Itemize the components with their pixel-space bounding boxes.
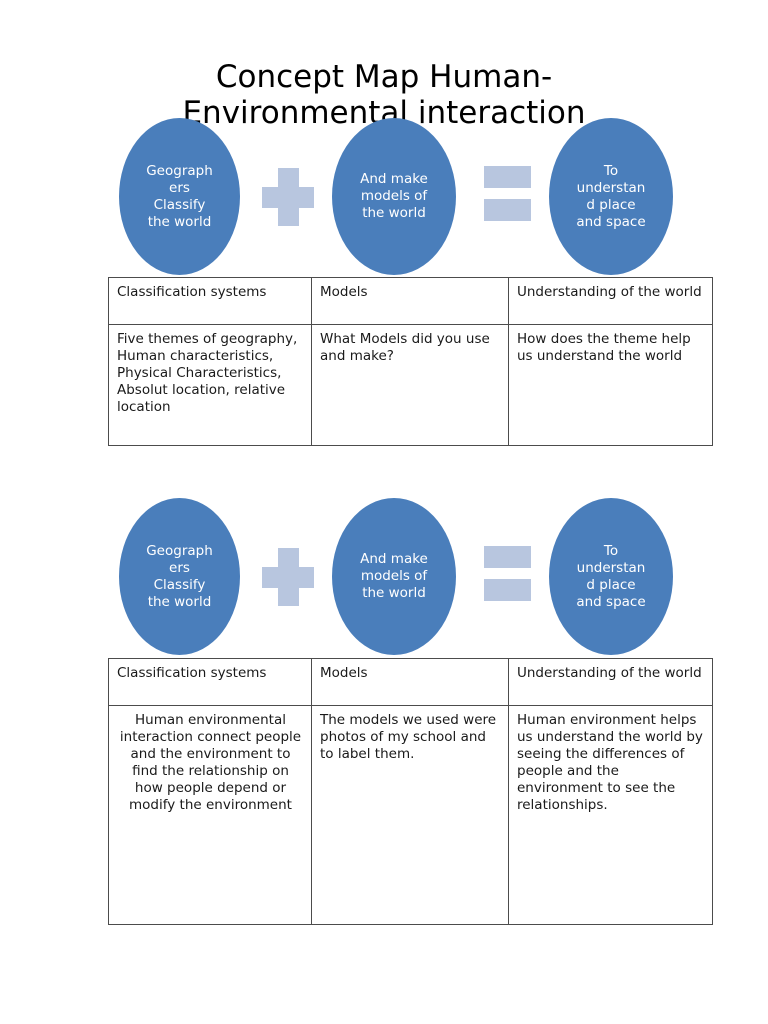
page-title: Concept Map Human- Environmental interac… — [182, 58, 586, 131]
equals-operator-icon: = — [484, 546, 531, 602]
concept-ellipse-geographers-classify[interactable]: Geograph ers Classify the world — [119, 498, 240, 655]
concept-ellipse-label: Geograph ers Classify the world — [146, 162, 213, 230]
cell-label: Classification systems — [117, 665, 267, 681]
table-cell-classification-answer[interactable]: Human environmental interaction connect … — [108, 705, 312, 925]
cell-value: What Models did you use and make? — [320, 331, 490, 364]
equals-top-bar — [484, 166, 531, 188]
concept-ellipse-understand-place-space[interactable]: To understan d place and space — [549, 498, 673, 655]
table-cell-classification-answer[interactable]: Five themes of geography, Human characte… — [108, 324, 312, 446]
response-table: Classification systems Models Understand… — [108, 658, 713, 925]
concept-ellipse-make-models[interactable]: And make models of the world — [332, 498, 456, 655]
table-header-cell-models: Models — [311, 658, 509, 706]
cell-label: Models — [320, 665, 368, 681]
concept-ellipse-label: And make models of the world — [360, 171, 428, 221]
table-row: Five themes of geography, Human characte… — [108, 324, 713, 446]
concept-ellipse-make-models[interactable]: And make models of the world — [332, 118, 456, 275]
concept-ellipse-label: Geograph ers Classify the world — [146, 542, 213, 610]
equals-top-bar — [484, 546, 531, 568]
concept-ellipse-label: To understan d place and space — [576, 542, 646, 610]
plus-operator-symbol: + — [262, 168, 263, 169]
equals-operator-icon: = — [484, 166, 531, 222]
plus-operator-icon: + — [262, 168, 314, 226]
cell-value: How does the theme help us understand th… — [517, 331, 691, 364]
table-cell-models-answer[interactable]: The models we used were photos of my sch… — [311, 705, 509, 925]
table-header-cell-classification: Classification systems — [108, 277, 312, 325]
table-header-cell-understanding: Understanding of the world — [508, 658, 713, 706]
equals-bottom-bar — [484, 199, 531, 221]
table-header-cell-understanding: Understanding of the world — [508, 277, 713, 325]
equals-bottom-bar — [484, 579, 531, 601]
cell-value: The models we used were photos of my sch… — [320, 712, 497, 762]
table-cell-understanding-answer[interactable]: Human environment helps us understand th… — [508, 705, 713, 925]
cell-label: Models — [320, 284, 368, 300]
concept-ellipse-understand-place-space[interactable]: To understan d place and space — [549, 118, 673, 275]
cell-label: Understanding of the world — [517, 665, 702, 681]
table-header-row: Classification systems Models Understand… — [108, 277, 713, 325]
cell-label: Classification systems — [117, 284, 267, 300]
table-header-cell-models: Models — [311, 277, 509, 325]
table-row: Human environmental interaction connect … — [108, 705, 713, 925]
plus-vertical-bar — [278, 168, 299, 226]
table-cell-understanding-answer[interactable]: How does the theme help us understand th… — [508, 324, 713, 446]
cell-value: Five themes of geography, Human characte… — [117, 331, 298, 415]
plus-operator-icon: + — [262, 548, 314, 606]
cell-value: Human environmental interaction connect … — [119, 712, 302, 813]
concept-row-2: Geograph ers Classify the world + And ma… — [0, 498, 768, 658]
prompt-table: Classification systems Models Understand… — [108, 277, 713, 446]
table-header-cell-classification: Classification systems — [108, 658, 312, 706]
table-cell-models-answer[interactable]: What Models did you use and make? — [311, 324, 509, 446]
plus-operator-symbol: + — [262, 548, 263, 549]
cell-label: Understanding of the world — [517, 284, 702, 300]
concept-ellipse-geographers-classify[interactable]: Geograph ers Classify the world — [119, 118, 240, 275]
concept-ellipse-label: To understan d place and space — [576, 162, 646, 230]
cell-value: Human environment helps us understand th… — [517, 712, 703, 813]
plus-vertical-bar — [278, 548, 299, 606]
concept-row-1: Geograph ers Classify the world + And ma… — [0, 118, 768, 278]
table-header-row: Classification systems Models Understand… — [108, 658, 713, 706]
concept-ellipse-label: And make models of the world — [360, 551, 428, 601]
